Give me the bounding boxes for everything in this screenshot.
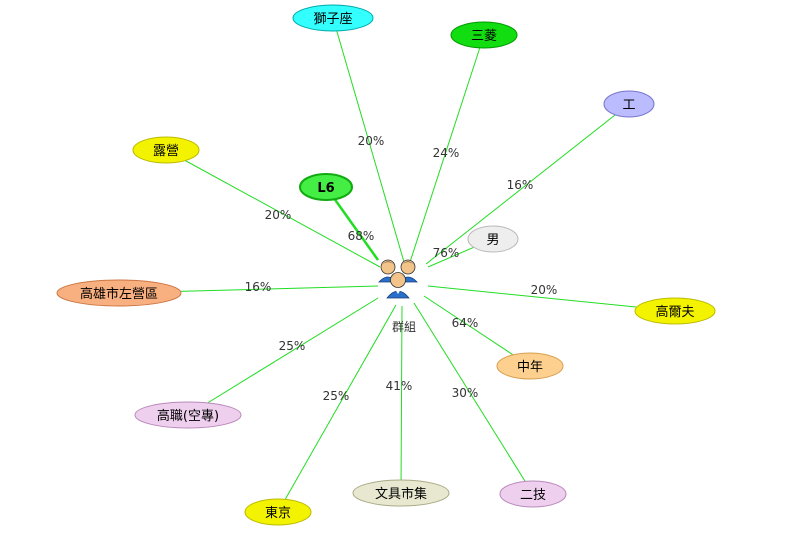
edge-pct-sanling: 24% bbox=[433, 146, 460, 160]
node-label-shizizuo: 獅子座 bbox=[313, 12, 352, 27]
edge-pct-wenju: 41% bbox=[386, 379, 413, 393]
node-sanling[interactable]: 三菱 bbox=[450, 21, 518, 49]
node-kaohsiung[interactable]: 高雄市左營區 bbox=[56, 279, 182, 307]
node-label-nan: 男 bbox=[486, 233, 499, 248]
node-label-kaohsiung: 高雄市左營區 bbox=[80, 286, 158, 302]
node-label-golf: 高爾夫 bbox=[655, 304, 694, 320]
node-gaozhi[interactable]: 高職(空專) bbox=[134, 401, 242, 429]
node-ellipse-kaohsiung bbox=[56, 279, 182, 307]
edge-pct-zhongnian: 64% bbox=[452, 316, 479, 330]
node-ellipse-erji bbox=[499, 480, 567, 508]
edge-wenju bbox=[400, 305, 403, 494]
edge-pct-nan: 76% bbox=[433, 246, 460, 260]
edge-pct-kaohsiung: 16% bbox=[245, 280, 272, 294]
edge-gaozhi bbox=[187, 297, 379, 416]
edge-pct-dongjing: 25% bbox=[323, 389, 350, 403]
node-ellipse-gaozhi bbox=[134, 401, 242, 429]
node-l6[interactable]: L6 bbox=[299, 173, 353, 201]
node-wenju[interactable]: 文具市集 bbox=[352, 479, 450, 507]
node-ellipse-luying bbox=[132, 136, 200, 164]
node-ellipse-zhongnian bbox=[496, 352, 564, 380]
node-erji[interactable]: 二技 bbox=[499, 480, 567, 508]
node-label-zhongnian: 中年 bbox=[517, 360, 543, 375]
node-zhongnian[interactable]: 中年 bbox=[496, 352, 564, 380]
edge-erji bbox=[413, 302, 534, 495]
edge-luying bbox=[165, 149, 381, 268]
node-label-wenju: 文具市集 bbox=[375, 486, 427, 502]
edge-gong bbox=[425, 103, 630, 265]
edge-pct-golf: 20% bbox=[531, 283, 558, 297]
node-luying[interactable]: 露營 bbox=[132, 136, 200, 164]
node-label-sanling: 三菱 bbox=[471, 29, 497, 44]
node-nan[interactable]: 男 bbox=[467, 225, 519, 253]
node-dongjing[interactable]: 東京 bbox=[244, 498, 312, 526]
center-label: 群組 bbox=[392, 320, 416, 334]
center-node[interactable]: 群組 bbox=[378, 259, 418, 334]
edge-pct-erji: 30% bbox=[452, 386, 479, 400]
edge-pct-gong: 16% bbox=[507, 178, 534, 192]
node-ellipse-dongjing bbox=[244, 498, 312, 526]
node-ellipse-l6 bbox=[299, 173, 353, 201]
node-ellipse-nan bbox=[467, 225, 519, 253]
node-shizizuo[interactable]: 獅子座 bbox=[292, 4, 374, 32]
node-label-erji: 二技 bbox=[520, 488, 546, 503]
edge-sanling bbox=[409, 34, 485, 263]
edge-pct-l6: 68% bbox=[348, 229, 375, 243]
edge-pct-luying: 20% bbox=[265, 208, 292, 222]
node-label-gaozhi: 高職(空專) bbox=[157, 408, 219, 424]
edge-zhongnian bbox=[423, 295, 531, 367]
percentage-labels: 20% 24% 16% 20% 68% 76% 16% 20% 64% 25% 25% 41% 30% bbox=[245, 134, 558, 403]
edge-dongjing bbox=[277, 304, 397, 513]
node-ellipse-sanling bbox=[450, 21, 518, 49]
node-label-gong: 工 bbox=[622, 98, 635, 113]
node-ellipse-shizizuo bbox=[292, 4, 374, 32]
edge-shizizuo bbox=[332, 17, 405, 263]
edge-pct-gaozhi: 25% bbox=[279, 339, 306, 353]
node-ellipse-golf bbox=[634, 297, 716, 325]
node-label-l6: L6 bbox=[317, 181, 334, 196]
edges bbox=[118, 17, 676, 513]
edge-golf bbox=[427, 285, 676, 312]
node-gong[interactable]: 工 bbox=[603, 90, 655, 118]
node-label-dongjing: 東京 bbox=[265, 505, 291, 521]
node-golf[interactable]: 高爾夫 bbox=[634, 297, 716, 325]
node-label-luying: 露營 bbox=[153, 144, 179, 159]
node-ellipse-wenju bbox=[352, 479, 450, 507]
node-ellipse-gong bbox=[603, 90, 655, 118]
edge-pct-shizizuo: 20% bbox=[358, 134, 385, 148]
group-people-icon bbox=[378, 259, 418, 299]
